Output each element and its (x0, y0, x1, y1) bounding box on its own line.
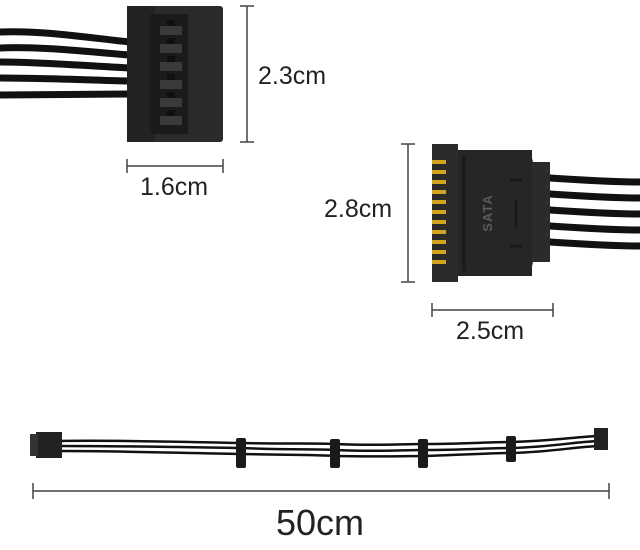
male-width-label: 2.5cm (456, 317, 525, 345)
female-sata-connector (0, 6, 223, 142)
sata-marking: SATA (480, 194, 495, 231)
female-height-label: 2.3cm (258, 62, 327, 90)
male-width-dimension-line (431, 303, 554, 317)
cable-length-dimension-line (32, 483, 610, 499)
cable-female-end-connector (594, 428, 608, 450)
male-sata-connector: SATA (432, 144, 640, 282)
cable-branch-connectors (236, 436, 516, 468)
male-height-dimension-line (401, 143, 415, 283)
male-connector-gold-pins (432, 160, 446, 264)
male-height-label: 2.8cm (324, 195, 393, 223)
female-width-dimension-line (126, 159, 224, 173)
female-height-dimension-line (240, 5, 254, 143)
female-connector-wires (0, 28, 134, 99)
male-connector-wires (546, 174, 640, 250)
cable-male-end-connector (36, 432, 62, 458)
full-cable-assembly (30, 428, 608, 468)
cable-length-label: 50cm (276, 502, 365, 543)
female-width-label: 1.6cm (140, 173, 209, 201)
female-connector-latches (160, 26, 182, 125)
male-connector-ridges (510, 178, 522, 248)
cable-wires (59, 434, 599, 458)
